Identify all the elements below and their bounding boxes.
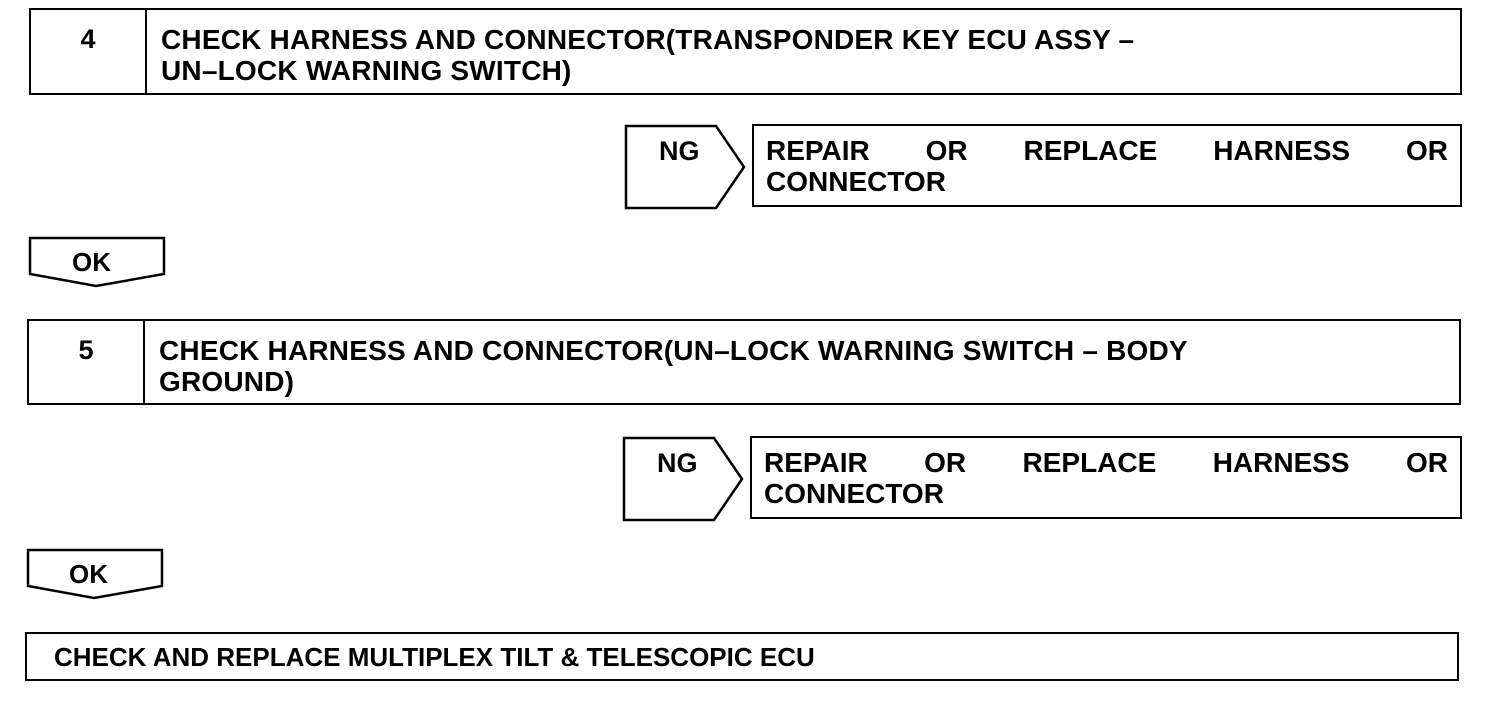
- step-number: 4: [31, 10, 147, 93]
- ng-label-step-4: NG: [659, 136, 700, 166]
- step-title-line2: UN–LOCK WARNING SWITCH): [161, 55, 572, 86]
- step-title-line1: CHECK HARNESS AND CONNECTOR(UN–LOCK WARN…: [159, 335, 1188, 366]
- final-action-box: CHECK AND REPLACE MULTIPLEX TILT & TELES…: [25, 632, 1459, 681]
- ok-label-step-4: OK: [72, 247, 111, 277]
- ng-result-word: REPLACE: [1023, 135, 1158, 166]
- ok-arrow-step-4: [28, 236, 166, 288]
- ng-label-step-5: NG: [657, 448, 698, 478]
- step-4-box: 4 CHECK HARNESS AND CONNECTOR(TRANSPONDE…: [29, 8, 1462, 95]
- ng-result-step-4: REPAIR OR REPLACE HARNESS OR CONNECTOR: [752, 124, 1462, 207]
- ng-result-word: HARNESS: [1213, 135, 1351, 166]
- step-title-line2: GROUND): [159, 366, 295, 397]
- step-number: 5: [29, 321, 145, 403]
- ng-result-word: OR: [925, 135, 968, 166]
- ng-result-word: REPLACE: [1022, 447, 1157, 478]
- ng-arrow-step-5: [622, 436, 744, 522]
- ng-result-line1: REPAIR OR REPLACE HARNESS OR: [764, 447, 1448, 478]
- step-title: CHECK HARNESS AND CONNECTOR(UN–LOCK WARN…: [145, 321, 1459, 403]
- ng-result-line2: CONNECTOR: [764, 478, 944, 509]
- ng-arrow-step-4: [624, 124, 746, 210]
- ok-label-step-5: OK: [69, 559, 108, 589]
- ng-result-line1: REPAIR OR REPLACE HARNESS OR: [766, 135, 1448, 166]
- ng-result-word: OR: [1406, 135, 1448, 166]
- step-5-box: 5 CHECK HARNESS AND CONNECTOR(UN–LOCK WA…: [27, 319, 1461, 405]
- ng-result-word: REPAIR: [764, 447, 868, 478]
- ng-result-line2: CONNECTOR: [766, 166, 946, 197]
- ng-result-word: OR: [924, 447, 967, 478]
- ng-result-step-5: REPAIR OR REPLACE HARNESS OR CONNECTOR: [750, 436, 1462, 519]
- ok-arrow-step-5: [26, 548, 164, 600]
- ng-result-word: REPAIR: [766, 135, 870, 166]
- final-action-text: CHECK AND REPLACE MULTIPLEX TILT & TELES…: [54, 642, 815, 672]
- ng-result-word: OR: [1406, 447, 1448, 478]
- step-title-line1: CHECK HARNESS AND CONNECTOR(TRANSPONDER …: [161, 24, 1135, 55]
- ng-result-word: HARNESS: [1212, 447, 1350, 478]
- step-title: CHECK HARNESS AND CONNECTOR(TRANSPONDER …: [147, 10, 1460, 93]
